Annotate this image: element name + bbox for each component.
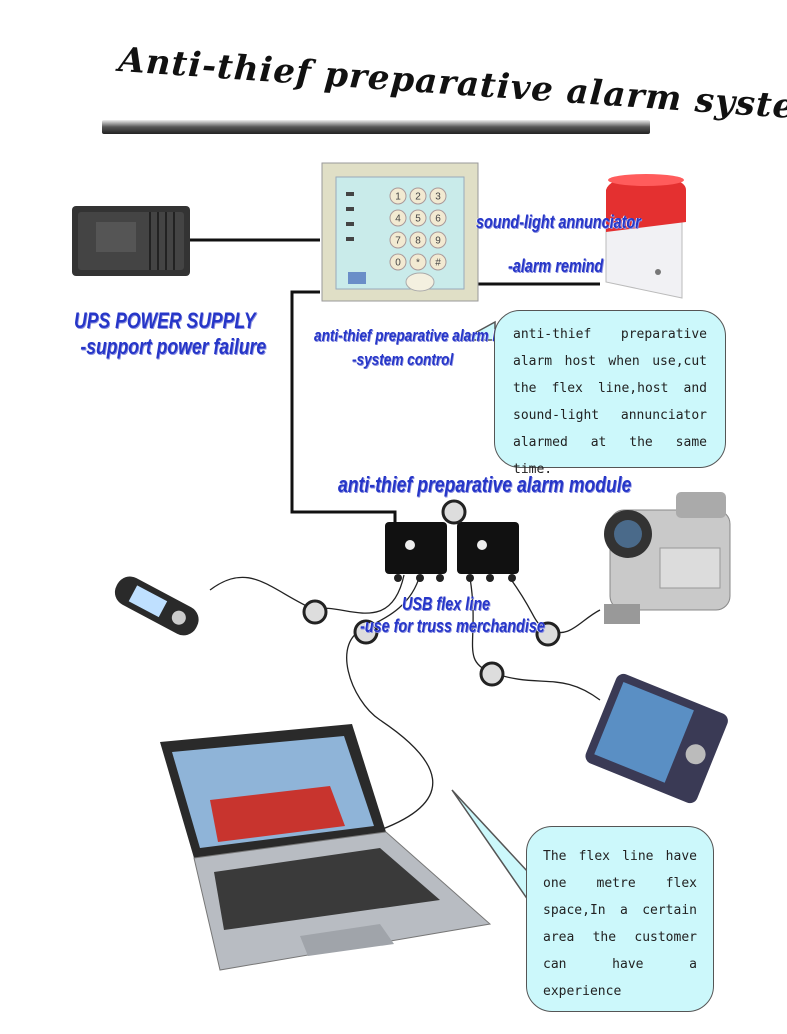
host-label-line1: anti-thief preparative alarm host: [314, 326, 522, 345]
keypad-key: [389, 209, 407, 227]
usb-label-line2: -use for truss merchandise: [360, 616, 545, 636]
keypad-key-label: 0: [395, 258, 401, 269]
flex-note-pointer: [451, 789, 529, 903]
ups-power-adapter: [72, 206, 190, 276]
alarm-module-right: [457, 522, 519, 582]
keypad-key: [389, 253, 407, 271]
keypad: 1 2 3 4 5 6 7 8 9 0 * #: [389, 187, 447, 271]
keypad-key-label: 6: [435, 214, 441, 225]
retractor-reel-mp3: [302, 599, 328, 625]
sound-light-annunciator: [605, 174, 686, 299]
mp3-player: [114, 576, 199, 636]
keypad-key: [409, 231, 427, 249]
host-note-text: anti-thief preparative alarm host when u…: [513, 327, 707, 477]
host-note-callout: anti-thief preparative alarm host when u…: [494, 310, 726, 477]
usb-label-line1: USB flex line: [402, 594, 491, 614]
keypad-key-label: 5: [415, 214, 421, 225]
keypad-key: [429, 253, 447, 271]
keypad-key-label: 2: [415, 192, 421, 203]
portable-media-player: [585, 673, 728, 804]
title-divider-bar: [102, 120, 650, 134]
keypad-key: [429, 231, 447, 249]
keypad-key-label: *: [416, 258, 420, 269]
host-module-wire: [290, 290, 397, 522]
ups-label: UPS POWER SUPPLY -support power failure: [74, 308, 266, 360]
keypad-key: [409, 187, 427, 205]
annunciator-label-line1: sound-light annunciator: [476, 212, 641, 232]
host-label-line2: -system control: [352, 350, 454, 369]
keypad-key: [389, 187, 407, 205]
ups-label-line2: -support power failure: [80, 334, 267, 359]
keypad-key-label: 1: [395, 192, 401, 203]
keypad-key: [429, 209, 447, 227]
keypad-key-label: #: [435, 258, 441, 269]
annunciator-label: sound-light annunciator: [476, 212, 641, 233]
camcorder: [604, 492, 731, 624]
keypad-key-label: 8: [415, 236, 421, 247]
flex-line-mp3: [314, 574, 405, 614]
keypad-key: [409, 253, 427, 271]
keypad-key-label: 3: [435, 192, 441, 203]
alarm-module-left: [385, 522, 447, 582]
flex-note-callout: The flex line have one metre flex space,…: [526, 826, 714, 1012]
keypad-key-label: 4: [395, 214, 401, 225]
keypad-key: [409, 209, 427, 227]
flex-line-player-b: [489, 671, 601, 701]
retractor-reel-camera: [535, 621, 561, 647]
keypad-key: [429, 187, 447, 205]
flex-line-laptop-b: [346, 627, 434, 831]
flex-note-text: The flex line have one metre flex space,…: [543, 849, 697, 999]
keypad-key: [389, 231, 407, 249]
retractor-reel-player: [479, 661, 505, 687]
module-label: anti-thief preparative alarm module: [338, 472, 632, 497]
flex-line-mp3-b: [209, 576, 316, 611]
retractor-reel-top: [441, 499, 467, 525]
laptop: [160, 724, 492, 971]
ups-label-line1: UPS POWER SUPPLY: [74, 308, 256, 333]
keypad-key-label: 9: [435, 236, 441, 247]
retractor-reel-laptop: [353, 619, 379, 645]
keypad-key-label: 7: [395, 236, 401, 247]
annunciator-label-line2: -alarm remind: [508, 256, 604, 276]
